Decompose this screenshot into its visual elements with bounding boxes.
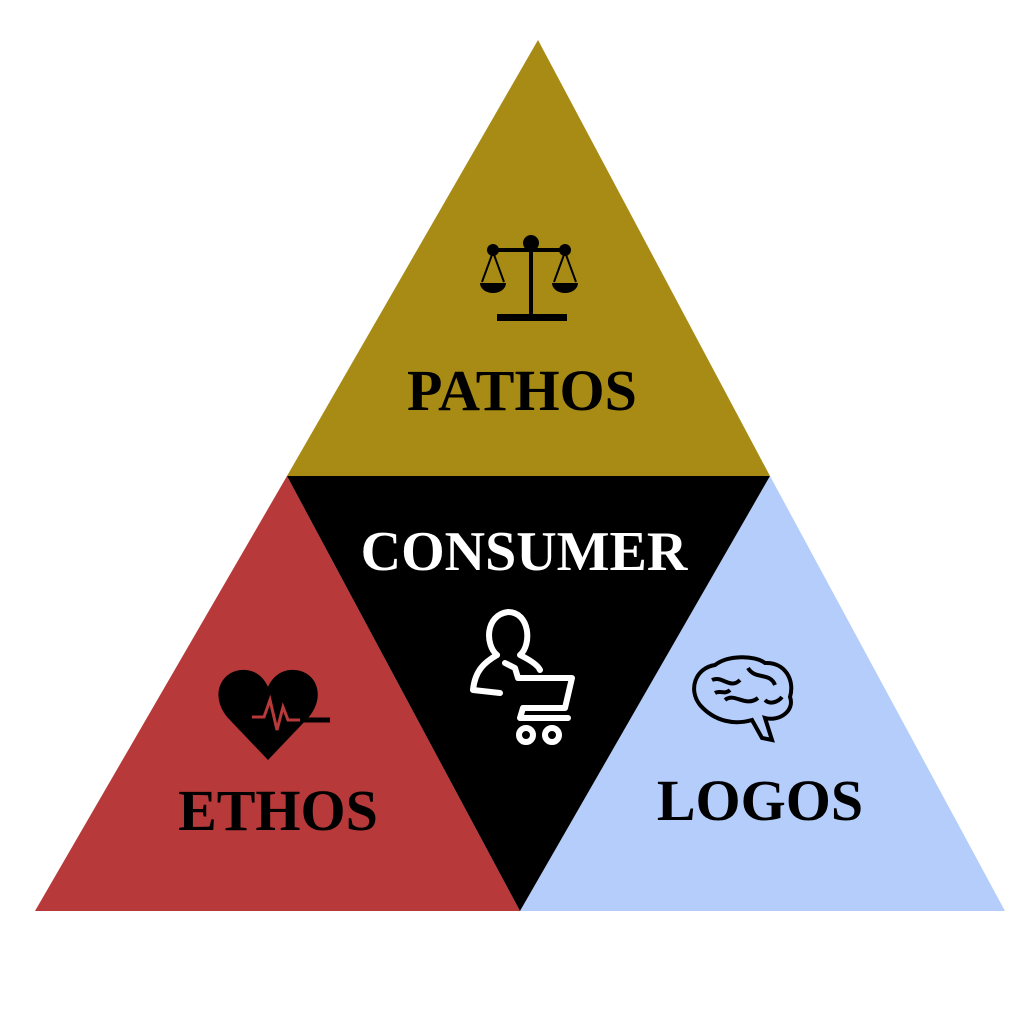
ethos-label: ETHOS [178,778,378,843]
scales-icon [480,235,578,321]
brain-icon [692,655,794,743]
logos-label: LOGOS [657,768,863,833]
pathos-triangle [287,40,770,476]
heartbeat-icon [218,669,330,760]
consumer-label: CONSUMER [361,521,688,583]
pathos-label: PATHOS [407,358,637,423]
shopper-cart-icon [470,609,575,745]
logos-triangle [520,476,1005,911]
consumer-triangle [287,476,770,911]
